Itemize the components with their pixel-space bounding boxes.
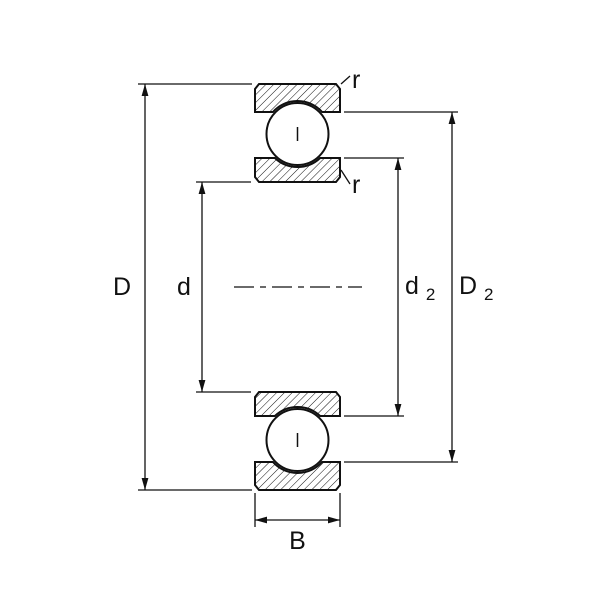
- dimension-d: [196, 181, 251, 393]
- dimension-D2: [344, 111, 458, 463]
- label-chamfer-r-inner: r: [352, 171, 360, 199]
- arrowhead: [198, 380, 206, 392]
- arrowhead: [394, 404, 402, 416]
- label-width-B: B: [289, 527, 306, 555]
- dimension-D: [138, 83, 252, 491]
- label-d2-base: d: [405, 272, 419, 300]
- dimension-d2: [344, 157, 404, 417]
- label-D2-subscript: 2: [484, 285, 493, 304]
- arrowhead: [328, 516, 340, 524]
- arrowhead: [141, 478, 149, 490]
- dimension-B: [254, 493, 341, 527]
- leader-line-r-inner: [340, 169, 351, 185]
- leader-line-r-outer: [340, 75, 351, 85]
- inner-ring-top-section: [254, 157, 341, 183]
- inner-ring-bottom-section: [254, 391, 341, 417]
- label-d2-subscript: 2: [426, 285, 435, 304]
- arrowhead: [141, 84, 149, 96]
- arrowhead: [255, 516, 267, 524]
- label-shoulder-diameter-d2: d 2: [405, 272, 435, 304]
- label-shoulder-diameter-D2: D 2: [459, 272, 493, 304]
- label-bore-diameter-d: d: [177, 273, 191, 301]
- arrowhead: [448, 450, 456, 462]
- outer-ring-top-section: [254, 83, 341, 113]
- outer-ring-bottom-section: [254, 461, 341, 491]
- label-chamfer-r-outer: r: [352, 66, 360, 94]
- label-outer-diameter-D: D: [113, 273, 131, 301]
- arrowhead: [448, 112, 456, 124]
- arrowhead: [198, 182, 206, 194]
- label-D2-base: D: [459, 272, 477, 300]
- arrowhead: [394, 158, 402, 170]
